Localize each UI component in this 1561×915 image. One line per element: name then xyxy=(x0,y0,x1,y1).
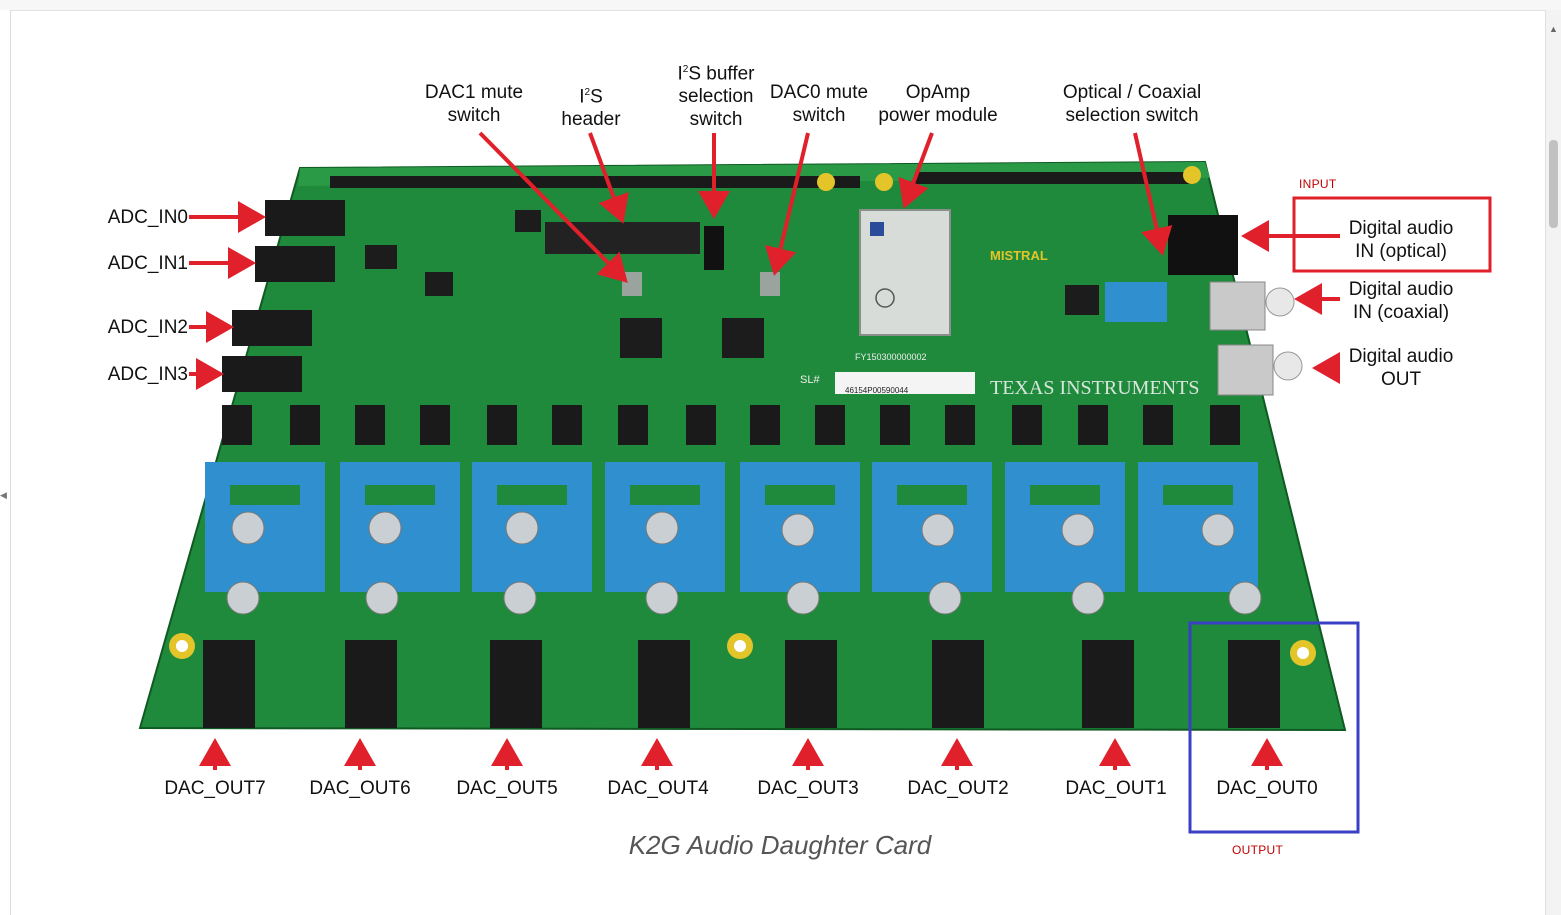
board-fy-code: FY150300000002 xyxy=(855,352,927,362)
adc-in2-label: ADC_IN2 xyxy=(107,317,188,338)
top-pin-header-left xyxy=(330,176,860,188)
adc-in3-jack xyxy=(222,356,302,392)
board-serial: 46154P00590044 xyxy=(845,386,909,395)
dac1-mute-label-line2: switch xyxy=(447,105,501,126)
i2s-buffer-line2: selection xyxy=(678,86,754,108)
scroll-thumb[interactable] xyxy=(1549,140,1558,228)
digital-in-optical-label: Digital audio IN (optical) xyxy=(1338,217,1464,263)
digital-in-coaxial-label: Digital audio IN (coaxial) xyxy=(1338,278,1464,324)
i2s-buffer-rest: S buffer xyxy=(688,63,755,85)
digital-out-jack xyxy=(1217,344,1274,396)
dac-out2-label: DAC_OUT2 xyxy=(907,778,1009,799)
coaxial-jack xyxy=(1209,281,1266,331)
adc-in0-jack xyxy=(265,200,345,236)
dac0-mute-label: DAC0 mute switch xyxy=(757,81,881,127)
i2s-buffer-label: I2S buffer selection switch xyxy=(660,58,772,131)
output-channels xyxy=(205,462,1262,615)
optical-connector xyxy=(1168,215,1238,275)
digital-out-line1: Digital audio xyxy=(1348,346,1454,367)
board-maker: TEXAS INSTRUMENTS xyxy=(990,377,1200,399)
jumper-row xyxy=(222,405,1240,445)
figure-caption: K2G Audio Daughter Card xyxy=(628,830,932,860)
i2s-buffer-sup: 2 xyxy=(682,64,689,75)
opamp-label: OpAmp power module xyxy=(868,81,1008,127)
adc-in1-label: ADC_IN1 xyxy=(107,253,188,274)
dac-out6-label: DAC_OUT6 xyxy=(309,778,411,799)
collapse-left-icon[interactable]: ◀ xyxy=(0,490,7,500)
dac1-mute-label: DAC1 mute switch xyxy=(412,81,536,127)
optical-coax-label-line1: Optical / Coaxial xyxy=(1062,82,1202,103)
dac0-mute-label-line2: switch xyxy=(792,105,846,126)
opamp-label-line2: power module xyxy=(878,105,998,126)
adc-in1-jack xyxy=(255,246,335,282)
dac0-mute-switch xyxy=(760,272,780,296)
blue-selector-relay xyxy=(1105,282,1167,322)
dac-out7-label: DAC_OUT7 xyxy=(164,778,266,799)
optical-coax-label-line2: selection switch xyxy=(1065,105,1199,126)
dac-out3-label: DAC_OUT3 xyxy=(757,778,859,799)
top-pin-header-right xyxy=(915,172,1195,184)
i2s-buffer-i: I xyxy=(677,63,683,85)
board-sl-prefix: SL# xyxy=(800,374,820,386)
i2s-header-sup: 2 xyxy=(584,87,591,98)
adc-in3-label: ADC_IN3 xyxy=(107,364,188,385)
digital-in-optical-line2: IN (optical) xyxy=(1355,241,1447,262)
i2s-buffer-line3: switch xyxy=(689,109,743,131)
opamp-label-line1: OpAmp xyxy=(905,82,971,103)
i2s-header-label: I2S header xyxy=(548,81,634,131)
adc-in2-jack xyxy=(232,310,312,346)
dac-out1-label: DAC_OUT1 xyxy=(1065,778,1167,799)
dac1-mute-switch xyxy=(622,272,642,296)
i2s-header-s: S xyxy=(590,86,603,108)
dac-out0-label: DAC_OUT0 xyxy=(1216,778,1318,799)
i2s-header-i: I xyxy=(579,86,585,108)
dac-out5-label: DAC_OUT5 xyxy=(456,778,558,799)
dac-output-jacks xyxy=(203,640,1280,728)
i2s-header-line2: header xyxy=(561,109,621,131)
dac-out4-label: DAC_OUT4 xyxy=(607,778,709,799)
optical-coax-label: Optical / Coaxial selection switch xyxy=(1046,81,1218,127)
digital-in-coaxial-line1: Digital audio xyxy=(1348,279,1454,300)
adc-in0-label: ADC_IN0 xyxy=(107,207,188,228)
input-tag: INPUT xyxy=(1299,177,1337,191)
i2s-buffer-switch xyxy=(704,226,724,270)
scroll-up-icon[interactable]: ▲ xyxy=(1549,24,1558,34)
dac0-mute-label-line1: DAC0 mute xyxy=(769,82,869,103)
digital-out-line2: OUT xyxy=(1380,369,1422,390)
output-tag: OUTPUT xyxy=(1232,843,1284,857)
board-brand: MISTRAL xyxy=(990,248,1048,263)
browser-top-bar xyxy=(0,0,1561,11)
output-highlight-box xyxy=(1188,621,1360,834)
vertical-scrollbar[interactable]: ▲ xyxy=(1545,10,1561,915)
digital-in-coaxial-line2: IN (coaxial) xyxy=(1352,302,1450,323)
digital-out-label: Digital audio OUT xyxy=(1338,345,1464,391)
digital-in-optical-line1: Digital audio xyxy=(1348,218,1454,239)
i2s-header-block xyxy=(545,222,700,254)
dac1-mute-label-line1: DAC1 mute xyxy=(424,82,524,103)
left-rail: ◀ xyxy=(0,10,11,915)
